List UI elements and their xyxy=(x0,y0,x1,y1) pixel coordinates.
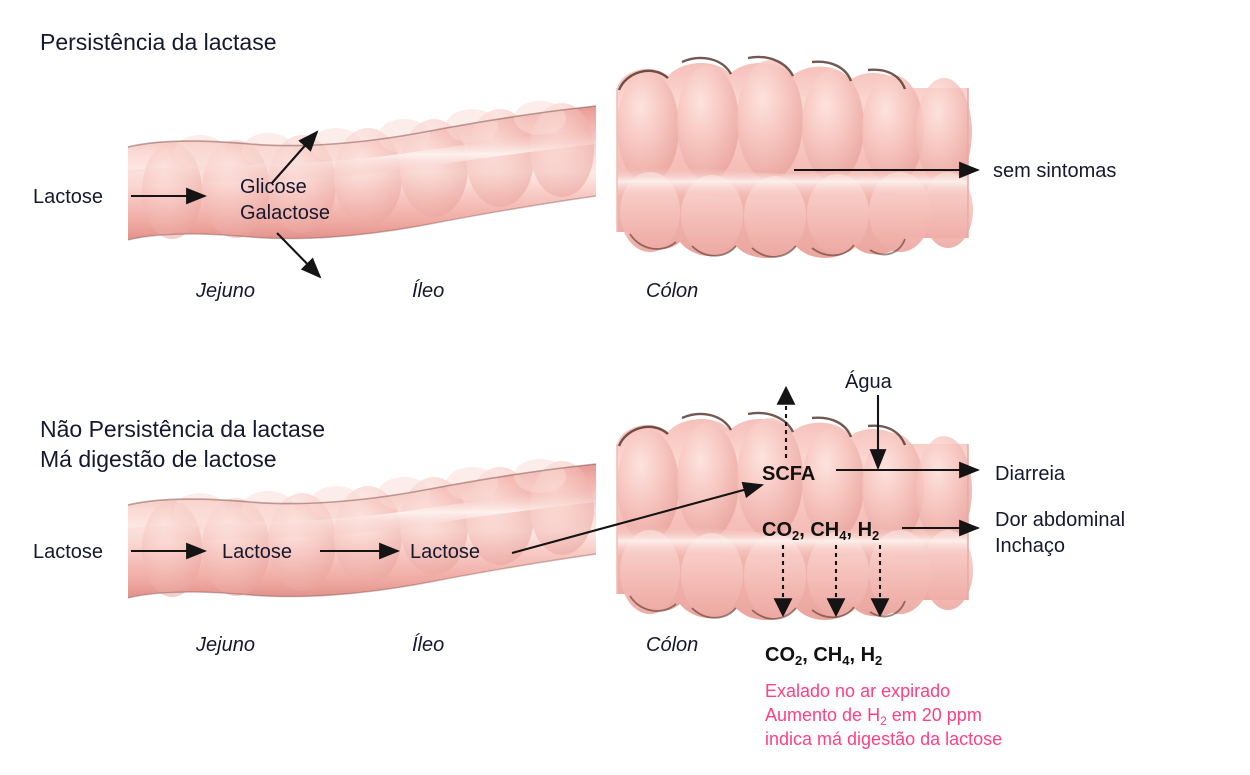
gases-exh-ch: , CH xyxy=(802,644,843,666)
gases-exh-h-sub: 2 xyxy=(875,653,883,668)
organ-label-ileo-bottom: Íleo xyxy=(412,634,445,656)
label-lactose-ileum: Lactose xyxy=(410,541,481,563)
breath-test-note-line2: Aumento de H2 em 20 ppm xyxy=(765,704,1002,728)
breath-test-note: Exalado no ar expirado Aumento de H2 em … xyxy=(765,680,1002,751)
gases-colon-co-sub: 2 xyxy=(792,528,800,543)
breath-test-note-line3: indica má digestão da lactose xyxy=(765,728,1003,749)
label-sem-sintomas: sem sintomas xyxy=(993,160,1117,182)
gases-exh-h: , H xyxy=(849,644,876,666)
organ-label-colon-top: Cólon xyxy=(646,280,699,302)
gases-colon-ch: , CH xyxy=(799,519,840,541)
note-line2-b: em 20 ppm xyxy=(886,704,982,725)
label-inchaco: Inchaço xyxy=(995,535,1066,557)
panel-title-top: Persistência da lactase xyxy=(40,29,277,55)
panel-title-bottom-line1: Não Persistência da lactase xyxy=(40,416,326,442)
label-lactose-in-bottom: Lactose xyxy=(33,541,104,563)
colon-top xyxy=(616,55,973,258)
gases-colon-h-sub: 2 xyxy=(872,528,880,543)
label-dor-abdominal: Dor abdominal xyxy=(995,509,1126,531)
label-gases-exhaled: CO2, CH4, H2 xyxy=(765,643,883,668)
note-line2-sub: 2 xyxy=(880,713,887,728)
organ-label-jejuno-bottom: Jejuno xyxy=(196,634,255,656)
gases-colon-ch-sub: 4 xyxy=(839,528,847,543)
gases-colon-h: , H xyxy=(846,519,873,541)
colon-bottom xyxy=(616,411,973,620)
panel-title-bottom-line2: Má digestão de lactose xyxy=(40,446,277,472)
note-line2-a: Aumento de H xyxy=(765,704,881,725)
label-gases-colon: CO2, CH4, H2 xyxy=(762,518,880,543)
label-glicose: Glicose xyxy=(240,176,307,198)
label-lactose-in-top: Lactose xyxy=(33,186,104,208)
gases-exh-ch-sub: 4 xyxy=(842,653,850,668)
arrow-lactose-to-colon xyxy=(511,481,765,555)
label-lactose-jejunum: Lactose xyxy=(222,541,293,563)
breath-test-note-line1: Exalado no ar expirado xyxy=(765,681,951,701)
gases-exh-co: CO xyxy=(765,644,795,666)
organ-label-ileo-top: Íleo xyxy=(412,280,445,302)
gases-colon-co: CO xyxy=(762,519,792,541)
label-galactose: Galactose xyxy=(240,202,331,224)
gases-exh-co-sub: 2 xyxy=(795,653,803,668)
label-scfa: SCFA xyxy=(762,463,816,485)
small-intestine-top xyxy=(127,101,597,241)
organ-label-colon-bottom: Cólon xyxy=(646,634,699,656)
label-diarreia: Diarreia xyxy=(995,463,1066,485)
arrow-galactose-absorb-down xyxy=(276,232,322,279)
label-agua: Água xyxy=(845,371,892,393)
small-intestine-bottom xyxy=(127,459,597,599)
organ-label-jejuno-top: Jejuno xyxy=(196,280,255,302)
